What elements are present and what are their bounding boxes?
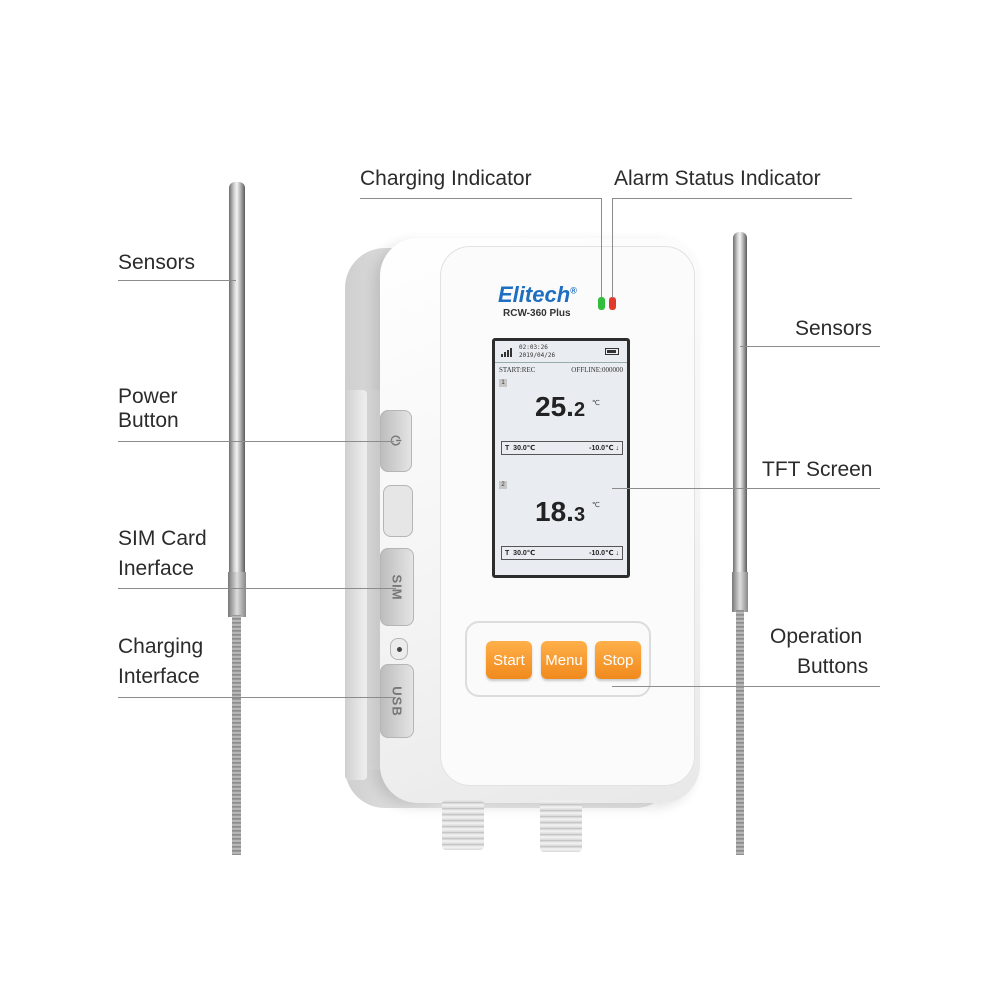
- brand-logo: Elitech®: [498, 282, 577, 307]
- power-button[interactable]: ⏻: [380, 410, 412, 472]
- channel-2-temperature: 18.3: [535, 496, 586, 527]
- label-charging-interface-line1: Charging: [118, 635, 204, 658]
- model-name: RCW-360 Plus: [503, 308, 571, 319]
- usb-charging-port[interactable]: USB: [380, 664, 414, 738]
- mounting-bracket: [345, 390, 367, 780]
- channel-1-unit: ℃: [592, 400, 600, 407]
- label-charging-indicator: Charging Indicator: [360, 167, 532, 190]
- label-alarm-status-indicator: Alarm Status Indicator: [614, 167, 821, 190]
- sim-card-interface[interactable]: SIM: [380, 548, 414, 626]
- channel-1-temperature: 25.2: [535, 391, 586, 422]
- left-probe-fitting: [442, 800, 484, 850]
- right-probe-fitting: [540, 800, 582, 852]
- sim-card-leader: [118, 588, 396, 589]
- sim-card-slot-cover[interactable]: [383, 485, 413, 537]
- operation-buttons-leader: [612, 686, 880, 687]
- channel-2-limits: T 30.0℃ -10.0℃ ↓: [501, 546, 623, 560]
- screen-date: 2019/04/26: [519, 352, 556, 359]
- upper-limit: 30.0℃: [513, 550, 536, 557]
- stop-button[interactable]: Stop: [595, 641, 641, 679]
- right-sensor-leader: [740, 346, 880, 347]
- channel-2-unit: ℃: [592, 502, 600, 509]
- alarm-indicator-leader-vertical: [612, 198, 613, 298]
- reset-pinhole[interactable]: [390, 638, 408, 660]
- battery-icon: [605, 348, 619, 355]
- label-tft-screen: TFT Screen: [762, 458, 873, 481]
- label-charging-interface-line2: Interface: [118, 665, 200, 688]
- screen-clock: 02:03:26: [519, 344, 548, 351]
- alarm-status-indicator-led: [609, 297, 616, 310]
- tft-screen: 02:03:26 2019/04/26 START:REC OFFLINE:00…: [492, 338, 630, 578]
- charging-interface-leader: [118, 697, 396, 698]
- label-power-button-line2: Button: [118, 409, 179, 432]
- lower-limit: -10.0℃: [589, 445, 614, 452]
- label-sensors-right: Sensors: [795, 317, 873, 340]
- usb-label: USB: [389, 685, 405, 717]
- label-operation-buttons-line1: Operation: [770, 625, 863, 648]
- upper-limit: 30.0℃: [513, 445, 536, 452]
- left-sensor-leader: [118, 280, 236, 281]
- charging-indicator-leader: [360, 198, 602, 199]
- sim-label: SIM: [389, 573, 405, 601]
- power-button-leader: [118, 441, 394, 442]
- label-sim-card-line1: SIM Card: [118, 527, 207, 550]
- channel-number: 2: [499, 481, 507, 489]
- lower-limit: -10.0℃: [589, 550, 614, 557]
- menu-button[interactable]: Menu: [541, 641, 587, 679]
- screen-status-bar: 02:03:26 2019/04/26: [495, 341, 627, 363]
- signal-icon: [501, 347, 515, 357]
- channel-1-limits: T 30.0℃ -10.0℃ ↓: [501, 441, 623, 455]
- label-power-button-line1: Power: [118, 385, 178, 408]
- offline-counter: OFFLINE:000000: [571, 366, 623, 374]
- tft-screen-leader: [612, 488, 880, 489]
- alarm-indicator-leader: [612, 198, 852, 199]
- label-sim-card-line2: Inerface: [118, 557, 194, 580]
- charging-indicator-leader-vertical: [601, 198, 602, 298]
- label-sensors-left: Sensors: [118, 251, 196, 274]
- charging-indicator-led: [598, 297, 605, 310]
- label-operation-buttons-line2: Buttons: [797, 655, 869, 678]
- record-status: START:REC: [499, 366, 536, 374]
- channel-number: 1: [499, 379, 507, 387]
- start-button[interactable]: Start: [486, 641, 532, 679]
